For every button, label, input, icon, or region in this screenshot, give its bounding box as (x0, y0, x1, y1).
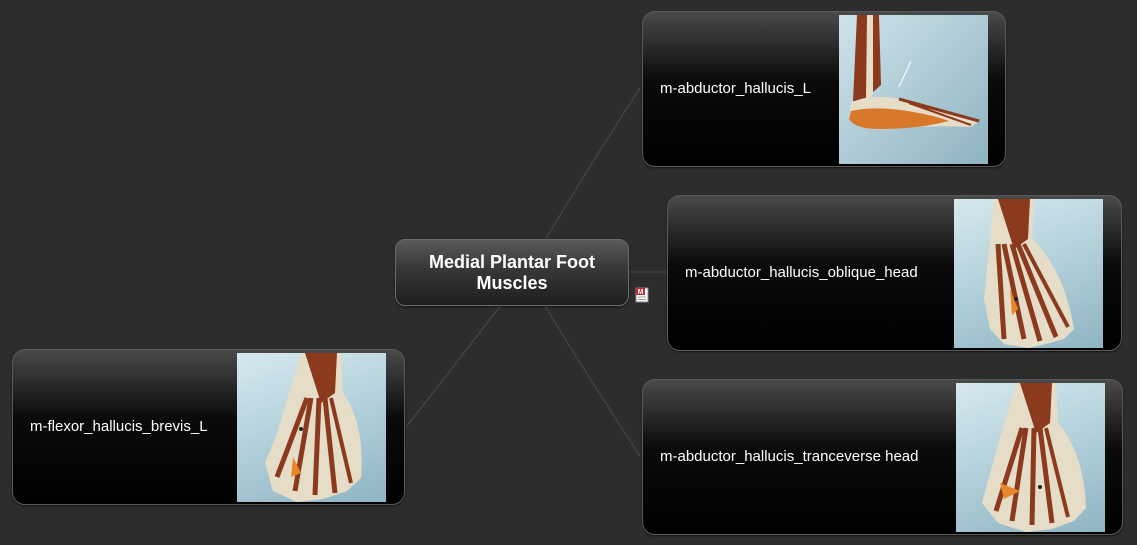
topic-label: m-abductor_hallucis_L (660, 80, 811, 97)
central-topic-title: Medial Plantar Foot Muscles (428, 251, 596, 293)
topic-node-transverse-head[interactable]: m-abductor_hallucis_tranceverse head (642, 379, 1123, 535)
topic-label: m-abductor_hallucis_tranceverse head (660, 448, 919, 465)
connector-line (544, 87, 641, 241)
central-topic[interactable]: Medial Plantar Foot Muscles (395, 239, 629, 306)
connector-line (544, 305, 641, 457)
topic-label: m-flexor_hallucis_brevis_L (30, 418, 208, 435)
foot-plantar-muscles-image (954, 199, 1103, 348)
topic-node-abductor-hallucis[interactable]: m-abductor_hallucis_L (642, 11, 1006, 167)
svg-text:M: M (638, 289, 644, 296)
document-note-icon[interactable]: M (635, 287, 650, 303)
topic-node-flexor-hallucis-brevis[interactable]: m-flexor_hallucis_brevis_L (12, 349, 405, 505)
foot-side-view-image (839, 15, 988, 164)
foot-plantar-muscles-image (237, 353, 386, 502)
topic-label: m-abductor_hallucis_oblique_head (685, 264, 918, 281)
connector-line (405, 305, 501, 428)
foot-plantar-muscles-image (956, 383, 1105, 532)
topic-node-oblique-head[interactable]: m-abductor_hallucis_oblique_head (667, 195, 1122, 351)
